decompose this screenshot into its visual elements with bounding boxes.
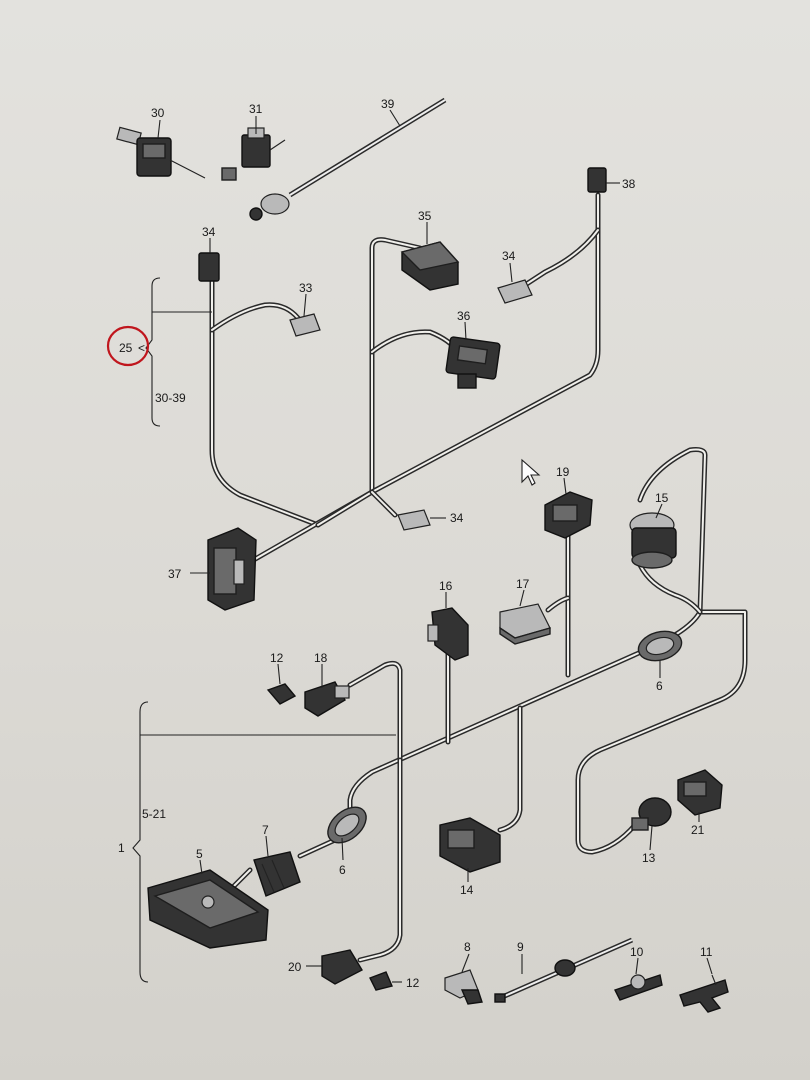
part-16-connector: [427, 607, 469, 661]
part-34-connector-right: [497, 279, 533, 304]
part-8-clip: [444, 969, 483, 1005]
callout-21: 21: [691, 823, 705, 837]
callout-9: 9: [517, 940, 524, 954]
leader-lines: [157, 109, 713, 983]
part-36-connector: [445, 336, 501, 389]
bracket-bottom-ref: 1: [118, 841, 125, 855]
part-38-connector: [587, 167, 607, 193]
part-15-sensor: [629, 512, 677, 569]
part-6-grommet-left: [327, 806, 367, 844]
callout-6-right: 6: [656, 679, 663, 693]
part-12-clip-top: [266, 683, 297, 705]
part-39-cable-tie: [249, 97, 447, 221]
part-34-connector-top: [198, 252, 220, 282]
callout-10: 10: [630, 945, 644, 959]
callout-34-right: 34: [502, 249, 516, 263]
part-37-control-unit: [207, 527, 257, 611]
part-14-connector: [439, 817, 501, 873]
callout-36: 36: [457, 309, 471, 323]
red-circle-marker: [106, 325, 150, 367]
callout-20: 20: [288, 960, 302, 974]
callout-34-top: 34: [202, 225, 216, 239]
part-13-connector: [631, 797, 672, 831]
callout-labels: 30 31 39 38 35 34 34 33 36 34 37 19 15 1…: [151, 97, 713, 990]
part-11-bracket: [679, 974, 729, 1013]
part-33-connector: [289, 313, 321, 337]
part-20-connector: [321, 949, 363, 985]
callout-16: 16: [439, 579, 453, 593]
part-21-connector-housing: [677, 769, 723, 816]
callout-8: 8: [464, 940, 471, 954]
part-6-grommet-right: [637, 630, 683, 662]
harness-wires: [209, 192, 748, 963]
callout-5: 5: [196, 847, 203, 861]
callout-39: 39: [381, 97, 395, 111]
callout-17: 17: [516, 577, 530, 591]
part-18-connector: [304, 681, 350, 717]
part-9-cable-tie: [494, 937, 634, 1003]
callout-13: 13: [642, 851, 656, 865]
part-17-module: [499, 603, 551, 645]
callout-14: 14: [460, 883, 474, 897]
part-19-sensor: [544, 491, 593, 539]
callout-30: 30: [151, 106, 165, 120]
bracket-top-chevron: <: [138, 341, 145, 355]
callout-18: 18: [314, 651, 328, 665]
part-12-clip-bottom: [369, 971, 393, 991]
callout-34-middle: 34: [450, 511, 464, 525]
part-10-clip: [614, 974, 663, 1001]
callout-7: 7: [262, 823, 269, 837]
part-30-relay-bracket: [116, 126, 206, 179]
part-34-connector-middle: [397, 509, 431, 531]
bracket-bottom-range: 5-21: [142, 807, 166, 821]
part-31-fuse-holder: [221, 127, 286, 181]
callout-31: 31: [249, 102, 263, 116]
callout-12-bottom: 12: [406, 976, 420, 990]
callout-15: 15: [655, 491, 669, 505]
part-35-connector: [400, 241, 460, 291]
bracket-top-range: 30-39: [155, 391, 186, 405]
callout-11: 11: [700, 945, 713, 959]
callout-35: 35: [418, 209, 432, 223]
part-5-main-connector: [147, 869, 269, 949]
callout-37: 37: [168, 567, 182, 581]
callout-6-left: 6: [339, 863, 346, 877]
bracket-bottom: 5-21 1: [118, 701, 396, 983]
callout-33: 33: [299, 281, 313, 295]
callout-12-top: 12: [270, 651, 284, 665]
callout-19: 19: [556, 465, 570, 479]
callout-38: 38: [622, 177, 636, 191]
bracket-top-ref: 25: [119, 341, 133, 355]
mouse-pointer-icon: [521, 458, 541, 486]
part-7-connector-boot: [253, 851, 301, 897]
bracket-top: 25 < 30-39: [106, 277, 212, 427]
